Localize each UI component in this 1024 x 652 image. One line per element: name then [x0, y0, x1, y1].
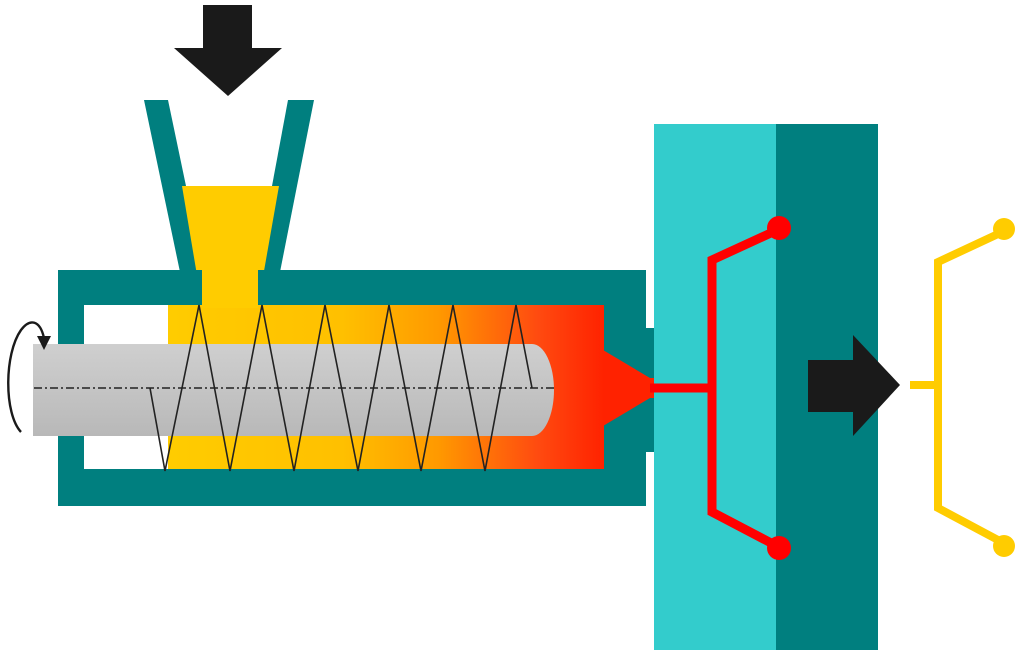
molten-part: [650, 216, 791, 560]
rotation-arrow-icon: [7, 321, 51, 433]
ejected-part: [910, 218, 1015, 557]
feed-down-arrow-icon: [174, 5, 282, 96]
ejection-right-arrow-icon: [808, 335, 900, 436]
screw: [33, 304, 556, 472]
nozzle-melt: [603, 350, 672, 426]
